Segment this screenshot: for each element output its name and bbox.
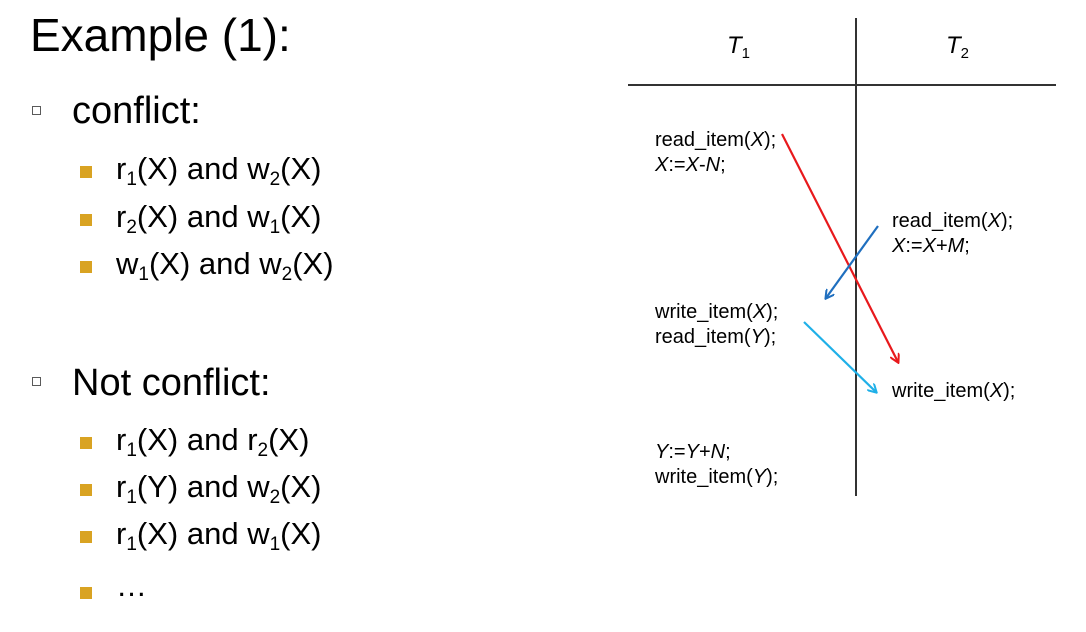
blue-conflict-arrow bbox=[826, 225, 879, 298]
t1-write-x: write_item(X); bbox=[655, 301, 779, 323]
hollow-square-bullet-icon bbox=[32, 377, 41, 386]
conflict-item: r2(X) and w1(X) bbox=[116, 199, 322, 238]
transaction-t2-header: T2 bbox=[946, 32, 970, 62]
red-conflict-arrow bbox=[781, 133, 898, 362]
not-conflict-item: r1(X) and w1(X) bbox=[116, 516, 322, 555]
square-bullet-icon bbox=[80, 531, 92, 543]
t1-assign-y: Y:=Y+N; bbox=[655, 441, 731, 463]
ellipsis: … bbox=[116, 568, 147, 603]
t2-write-x: write_item(X); bbox=[892, 380, 1016, 402]
square-bullet-icon bbox=[80, 166, 92, 178]
not-conflict-item: r1(X) and r2(X) bbox=[116, 422, 310, 461]
t2-read-x: read_item(X); bbox=[892, 210, 1014, 232]
square-bullet-icon bbox=[80, 587, 92, 599]
not-conflict-item: r1(Y) and w2(X) bbox=[116, 469, 322, 508]
conflict-item: r1(X) and w2(X) bbox=[116, 151, 322, 190]
square-bullet-icon bbox=[80, 437, 92, 449]
t1-write-y: write_item(Y); bbox=[655, 466, 779, 488]
t1-read-x: read_item(X); bbox=[655, 129, 777, 151]
hollow-square-bullet-icon bbox=[32, 106, 41, 115]
t1-assign-x: X:=X-N; bbox=[655, 154, 726, 176]
conflict-item: w1(X) and w2(X) bbox=[116, 246, 334, 285]
transaction-t1-header: T1 bbox=[727, 32, 751, 62]
square-bullet-icon bbox=[80, 214, 92, 226]
square-bullet-icon bbox=[80, 261, 92, 273]
t2-assign-x: X:=X+M; bbox=[892, 235, 970, 257]
not-conflict-heading: Not conflict: bbox=[72, 362, 271, 404]
slide-title: Example (1): bbox=[30, 9, 291, 61]
cyan-conflict-arrow bbox=[803, 321, 876, 392]
square-bullet-icon bbox=[80, 484, 92, 496]
conflict-heading: conflict: bbox=[72, 90, 201, 132]
t1-read-y: read_item(Y); bbox=[655, 326, 777, 348]
